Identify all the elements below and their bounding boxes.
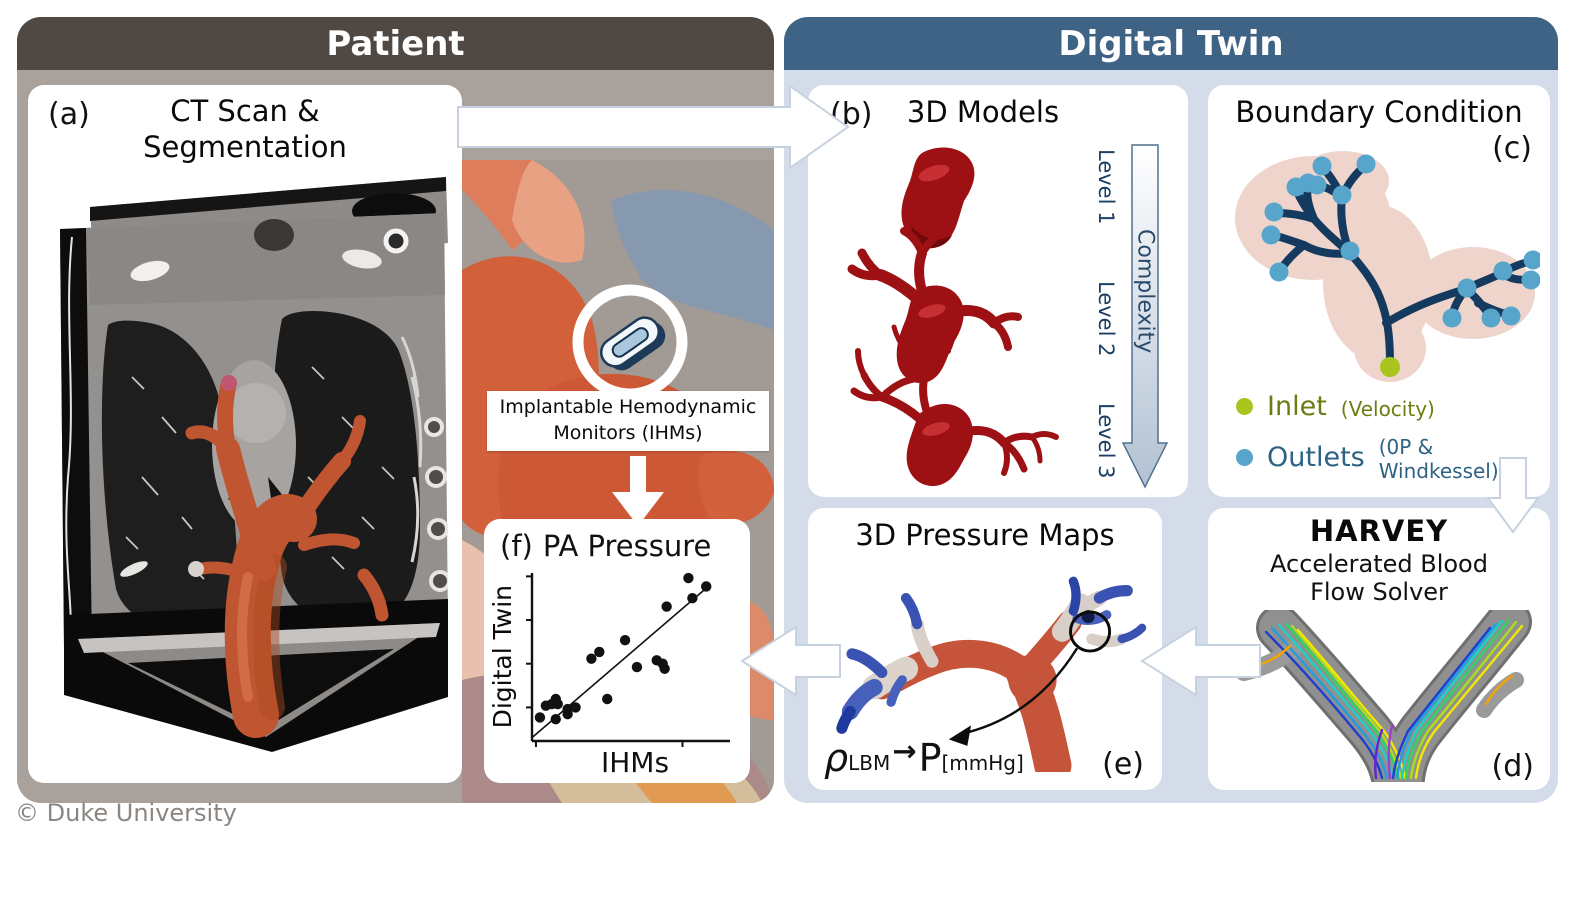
scatter-x-axis-label: IHMs (600, 746, 670, 779)
card-a-tag: (a) (48, 97, 90, 132)
complexity-level-3: Level 3 (1094, 403, 1118, 479)
lbm-pressure-formula: ρ LBM → P [mmHg] (824, 734, 1024, 780)
ihm-device-icon (600, 316, 666, 371)
segmented-artery (185, 379, 389, 738)
patient-header: Patient (17, 17, 774, 70)
ihm-to-plot-arrow (612, 456, 664, 526)
digital-twin-header: Digital Twin (784, 17, 1558, 70)
card-f-tag: (f) (500, 529, 533, 563)
streamlines-illustration (1235, 610, 1532, 782)
inlet-bullet-icon (1236, 398, 1253, 415)
legend-outlets: Outlets (0P & Windkessel) (1236, 431, 1550, 483)
card-d-subtitle-2: Flow Solver (1310, 578, 1448, 606)
patient-to-twin-arrow (457, 84, 850, 170)
formula-arrow-icon: → (892, 734, 917, 768)
card-f-title: PA Pressure (542, 529, 712, 563)
pressure-to-plot-arrow (740, 625, 841, 697)
pa-pressure-card: (f) PA Pressure Digital Twin IHMs (484, 519, 750, 783)
boundary-condition-card: Boundary Condition (c) (1208, 85, 1550, 497)
scatter-plot (526, 572, 730, 747)
patient-panel: Patient ( (17, 17, 774, 803)
pressure-map-illustration (836, 576, 1147, 772)
card-c-title: Boundary Condition (1235, 95, 1523, 129)
card-d-tag: (d) (1491, 749, 1534, 784)
inlet-node (1380, 357, 1400, 377)
copyright-notice: © Duke University (15, 799, 237, 827)
card-c-tag: (c) (1492, 131, 1532, 166)
complexity-arrow-label: Complexity (1132, 228, 1158, 354)
pressure-maps-card: 3D Pressure Maps (808, 508, 1162, 790)
ct-scan-image (60, 177, 448, 752)
ct-scan-card: (a) CT Scan & Segmentation (28, 85, 462, 783)
patient-title: Patient (326, 23, 465, 64)
harvey-card: HARVEY Accelerated Blood Flow Solver (1208, 508, 1550, 790)
pressure-probe-circle (1069, 610, 1112, 653)
harvey-to-pressure-arrow (1140, 625, 1261, 697)
card-d-title: HARVEY (1309, 514, 1449, 548)
outlet-bullet-icon (1236, 448, 1253, 466)
card-e-title: 3D Pressure Maps (855, 518, 1115, 552)
complexity-level-1: Level 1 (1094, 149, 1118, 225)
models-card: (b) 3D Models (808, 85, 1188, 497)
probe-arrow (961, 647, 1079, 735)
boundary-to-harvey-arrow (1486, 457, 1540, 534)
boundary-legend: Inlet (Velocity) Outlets (0P & Windkesse… (1236, 391, 1550, 483)
legend-inlet: Inlet (Velocity) (1236, 391, 1550, 422)
card-e-tag: (e) (1102, 747, 1144, 782)
scatter-y-axis-label: Digital Twin (487, 585, 517, 729)
boundary-tree-illustration (1235, 151, 1540, 382)
card-b-title: 3D Models (906, 95, 1060, 129)
complexity-level-2: Level 2 (1094, 281, 1118, 357)
ihm-label: Implantable Hemodynamic Monitors (IHMs) (487, 391, 769, 451)
card-d-subtitle-1: Accelerated Blood (1270, 550, 1488, 578)
card-a-title: CT Scan & Segmentation (143, 94, 347, 165)
digital-twin-title: Digital Twin (1058, 23, 1284, 64)
complexity-arrow (1122, 144, 1168, 489)
models-illustration (847, 147, 1059, 487)
card-f-title-row: (f) PA Pressure (500, 529, 711, 563)
